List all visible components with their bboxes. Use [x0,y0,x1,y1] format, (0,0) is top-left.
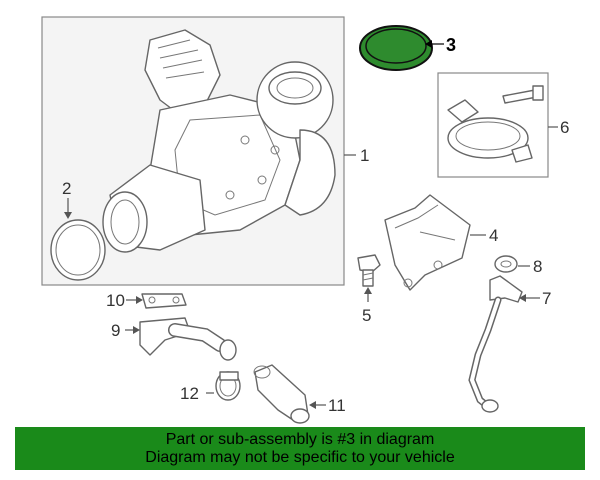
banner-line-1: Part or sub-assembly is #3 in diagram [165,431,435,448]
bracket-4[interactable] [384,194,471,291]
hose-11[interactable] [253,364,310,424]
callout-6: 6 [560,118,569,137]
seal-ring-3[interactable] [359,25,433,71]
gasket-10[interactable] [141,293,187,309]
banner-line-2: Diagram may not be specific to your vehi… [145,449,455,466]
callout-8: 8 [533,257,542,276]
callout-3: 3 [446,35,456,55]
callout-11: 11 [328,396,346,415]
hose-clamp-12[interactable] [215,371,241,401]
callout-5: 5 [362,306,371,325]
oil-line-7[interactable] [468,275,523,413]
bolt-5[interactable] [357,254,381,287]
callout-10: 10 [106,291,125,310]
turbocharger-assembly[interactable] [41,16,345,286]
callout-7: 7 [542,289,551,308]
callout-1: 1 [360,146,369,165]
callout-9: 9 [111,321,120,340]
washer-8[interactable] [494,255,518,273]
callout-12: 12 [180,384,199,403]
info-banner: Part or sub-assembly is #3 in diagram Di… [15,427,585,470]
callout-4: 4 [489,226,498,245]
oil-return-pipe-9[interactable] [139,317,237,361]
clamp-kit-6[interactable] [437,72,549,178]
gasket-2[interactable] [50,219,106,281]
callout-2: 2 [62,179,71,198]
